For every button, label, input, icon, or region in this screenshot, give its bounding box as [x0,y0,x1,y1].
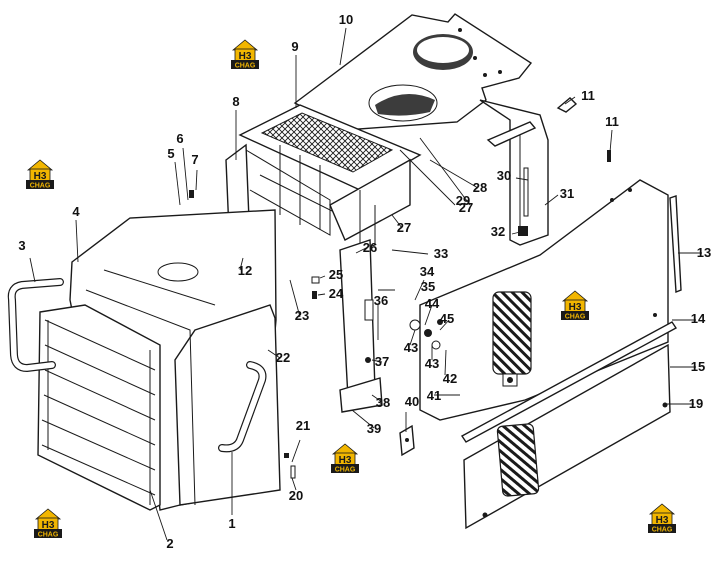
front-grille [37,304,161,511]
logo-caption-text: CHAG [652,527,673,534]
callout-24: 24 [329,286,344,301]
logo-mark-text: H3 [42,520,55,531]
callout-20: 20 [289,488,303,503]
callout-40: 40 [405,394,419,409]
callout-43: 43 [425,356,439,371]
callout-45: 45 [440,311,454,326]
callout-14: 14 [691,311,706,326]
logo-caption-text: CHAG [30,183,51,190]
callout-41: 41 [427,388,441,403]
pillar [339,239,383,413]
logo-mark-text: H3 [339,455,352,466]
callout-5: 5 [167,146,174,161]
logo-mark-text: H3 [239,51,252,62]
logo-caption-text: CHAG [235,63,256,70]
callout-23: 23 [295,308,309,323]
callout-19: 19 [689,396,703,411]
callout-32: 32 [491,224,505,239]
logo-caption-text: CHAG [38,532,59,539]
callout-34: 34 [420,264,435,279]
seal-strip-12 [669,195,682,294]
callout-25: 25 [329,267,343,282]
callout-22: 22 [276,350,290,365]
callout-11: 11 [581,88,595,103]
callout-3: 3 [18,238,25,253]
callout-39: 39 [367,421,381,436]
callout-labels: 1234567891011111213141519202122232425262… [18,12,711,551]
callout-12: 12 [238,263,252,278]
callout-10: 10 [339,12,353,27]
callout-4: 4 [72,204,80,219]
callout-13: 13 [697,245,711,260]
callout-1: 1 [228,516,235,531]
logo-caption-text: CHAG [335,467,356,474]
callout-35: 35 [421,279,435,294]
callout-30: 30 [497,168,511,183]
lower-panel-14 [463,343,671,530]
logo-mark-text: H3 [34,171,47,182]
callout-27: 27 [397,220,411,235]
side-panel-rear [479,99,549,246]
callout-2: 2 [166,536,173,551]
callout-37: 37 [375,354,389,369]
callout-8: 8 [232,94,239,109]
callout-15: 15 [691,359,705,374]
callout-6: 6 [176,131,183,146]
logo-mark-text: H3 [569,302,582,313]
leader-lines [29,27,702,541]
callout-31: 31 [560,186,574,201]
callout-7: 7 [191,152,198,167]
callout-26: 26 [363,240,377,255]
small-hardware [189,97,611,479]
callout-38: 38 [376,395,390,410]
lower-strip-13 [460,321,678,443]
callout-9: 9 [291,39,298,54]
roof-frame [225,104,422,257]
handle-3 [7,278,64,373]
callout-33: 33 [434,246,448,261]
callout-29: 29 [456,193,470,208]
logo-mark-text: H3 [656,515,669,526]
callout-27: 27 [459,200,473,215]
callout-42: 42 [443,371,457,386]
front-housing [69,209,281,511]
callout-36: 36 [374,293,388,308]
handle-1 [218,361,267,453]
callout-28: 28 [473,180,487,195]
callout-43: 43 [404,340,418,355]
callout-11: 11 [605,114,619,129]
roof-plate [293,13,533,131]
callout-21: 21 [296,418,310,433]
logo-caption-text: CHAG [565,314,586,321]
callout-44: 44 [425,296,440,311]
